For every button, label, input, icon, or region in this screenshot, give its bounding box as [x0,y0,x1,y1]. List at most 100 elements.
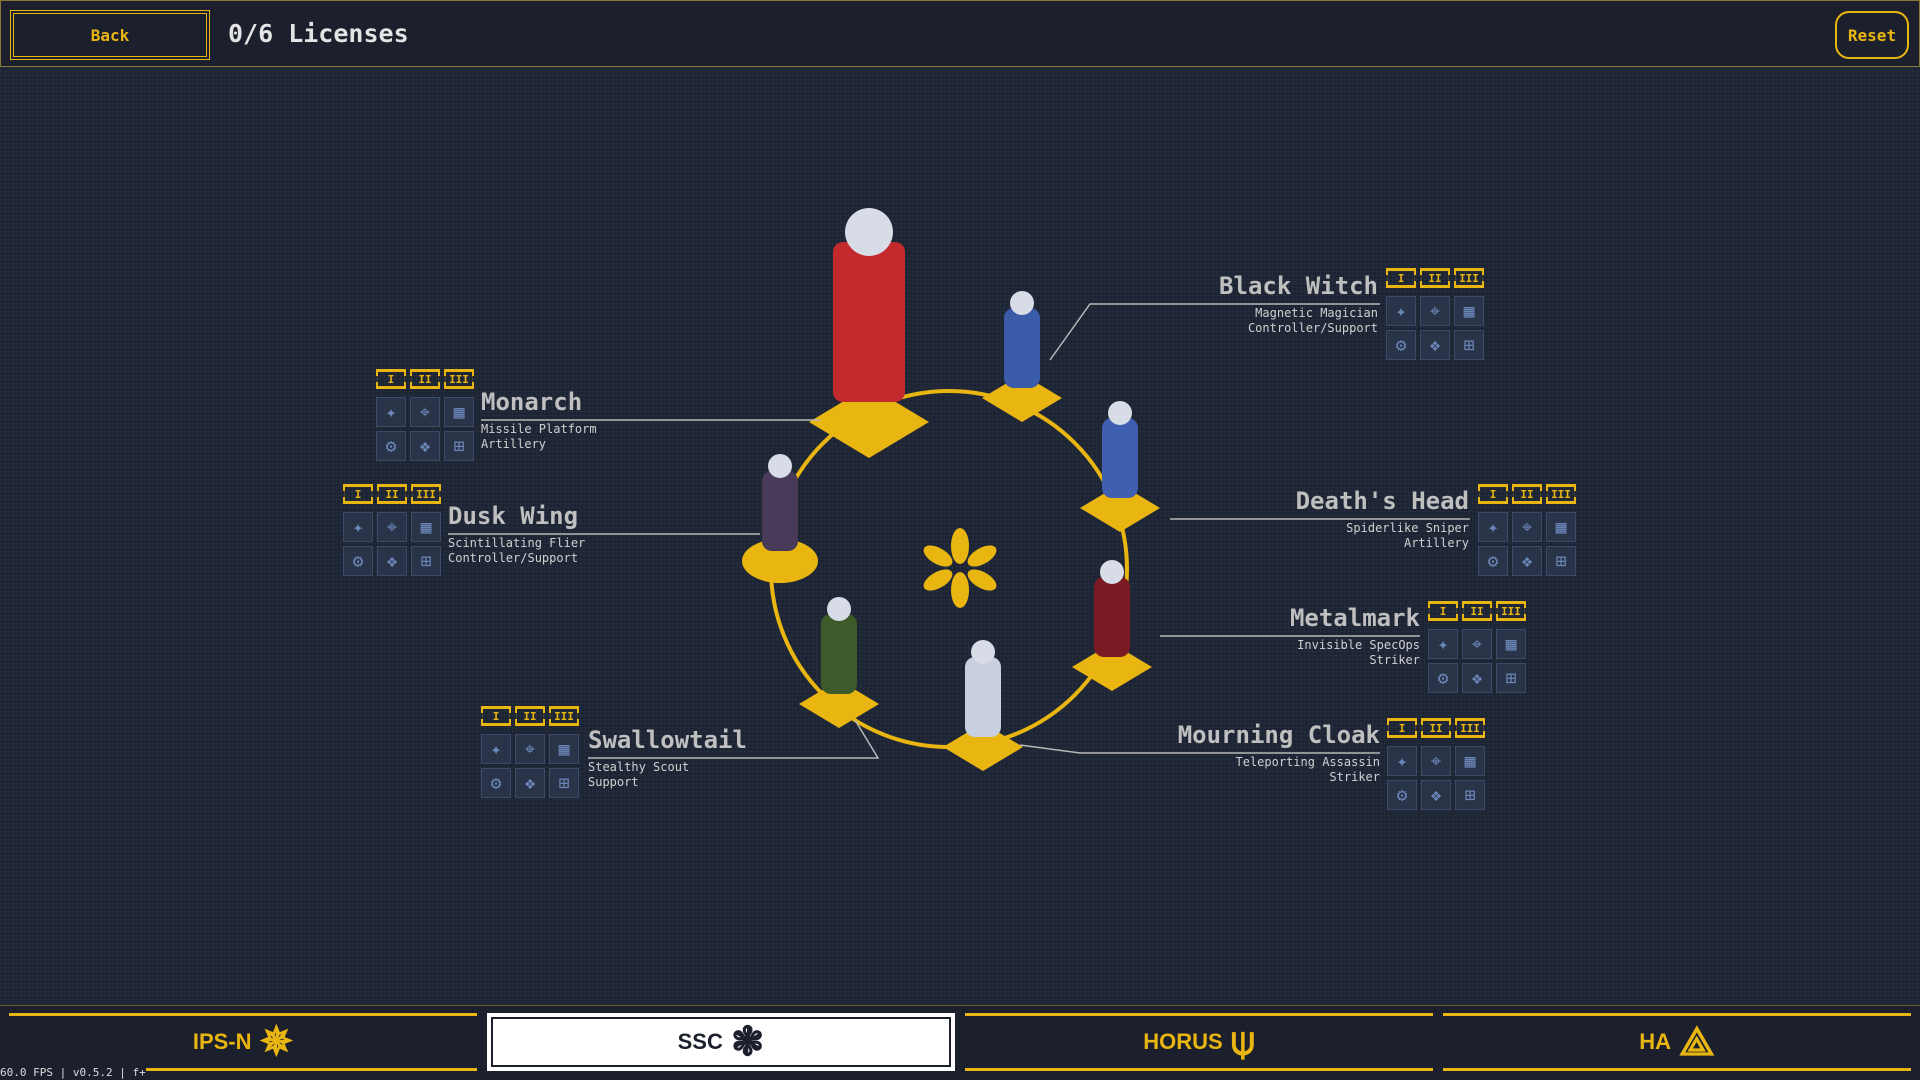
license-platform[interactable] [742,539,818,583]
license-name: Mourning Cloak [1177,721,1380,749]
license-item-icon[interactable]: ⚙ [1387,780,1417,810]
rank-badge[interactable]: III [1496,601,1526,621]
license-metalmark[interactable]: Metalmark Invisible SpecOps Striker [1290,604,1420,668]
license-item-icon[interactable]: ▦ [549,734,579,764]
license-mourning-cloak[interactable]: Mourning Cloak Teleporting Assassin Stri… [1178,721,1380,785]
license-item-icon[interactable]: ⌖ [1462,629,1492,659]
tab-ssc[interactable]: SSC❃ [487,1013,955,1071]
rank-badge[interactable]: II [1420,268,1450,288]
license-item-icons: ✦⌖▦ ⚙❖⊞ [481,734,579,798]
license-item-icon[interactable]: ❖ [1462,663,1492,693]
license-item-icon[interactable]: ⚙ [481,768,511,798]
license-item-icons: ✦⌖▦ ⚙❖⊞ [1387,746,1485,810]
license-item-icon[interactable]: ▦ [444,397,474,427]
tab-horus[interactable]: HORUS⍦ [965,1013,1433,1071]
license-item-icon[interactable]: ❖ [1512,546,1542,576]
license-dusk-wing[interactable]: Dusk Wing Scintillating Flier Controller… [448,502,585,566]
license-swallowtail[interactable]: Swallowtail Stealthy Scout Support [588,726,747,790]
license-item-icon[interactable]: ✦ [1387,746,1417,776]
mech-sprite[interactable] [1102,401,1138,498]
license-item-icon[interactable]: ⊞ [1496,663,1526,693]
license-item-icon[interactable]: ✦ [1386,296,1416,326]
license-item-icon[interactable]: ⚙ [1478,546,1508,576]
license-item-icon[interactable]: ⊞ [1546,546,1576,576]
license-item-icon[interactable]: ⌖ [1512,512,1542,542]
mech-sprite[interactable] [833,208,905,402]
rank-badge[interactable]: II [1512,484,1542,504]
rank-badge[interactable]: III [1546,484,1576,504]
rank-badge[interactable]: II [377,484,407,504]
license-item-icon[interactable]: ✦ [1478,512,1508,542]
license-item-icon[interactable]: ✦ [1428,629,1458,659]
license-platform[interactable] [799,680,879,728]
license-item-icon[interactable]: ⊞ [1454,330,1484,360]
license-item-icon[interactable]: ⌖ [515,734,545,764]
license-item-icon[interactable]: ✦ [376,397,406,427]
rank-badge[interactable]: I [376,369,406,389]
rank-badge[interactable]: I [1428,601,1458,621]
rank-badge[interactable]: I [1478,484,1508,504]
license-item-icon[interactable]: ✦ [481,734,511,764]
reset-button[interactable]: Reset [1835,11,1909,59]
license-item-icon[interactable]: ❖ [410,431,440,461]
license-item-icon[interactable]: ⊞ [1455,780,1485,810]
license-item-icon[interactable]: ⊞ [549,768,579,798]
license-item-icon[interactable]: ✦ [343,512,373,542]
license-item-icon[interactable]: ❖ [377,546,407,576]
license-item-icon[interactable]: ⚙ [376,431,406,461]
license-item-icon[interactable]: ▦ [1496,629,1526,659]
license-platform[interactable] [982,374,1062,422]
mech-sprite[interactable] [1094,560,1130,657]
rank-badge[interactable]: III [1454,268,1484,288]
license-item-icon[interactable]: ⊞ [444,431,474,461]
rank-badge[interactable]: I [481,706,511,726]
mech-sprite[interactable] [1004,291,1040,388]
license-item-icon[interactable]: ⌖ [377,512,407,542]
rank-badge[interactable]: I [343,484,373,504]
rank-badge[interactable]: II [515,706,545,726]
rank-badge[interactable]: I [1387,718,1417,738]
tab-ha[interactable]: HA⟁ [1443,1013,1911,1071]
license-item-icon[interactable]: ▦ [1454,296,1484,326]
license-item-icon[interactable]: ⚙ [1386,330,1416,360]
license-item-icon[interactable]: ⌖ [1420,296,1450,326]
rank-badge[interactable]: III [444,369,474,389]
license-item-icon[interactable]: ⚙ [1428,663,1458,693]
top-bar: Back 0/6 Licenses Reset [0,0,1920,67]
license-item-icon[interactable]: ❖ [515,768,545,798]
rank-badge[interactable]: III [549,706,579,726]
rank-badge[interactable]: III [1455,718,1485,738]
license-item-icon[interactable]: ▦ [1455,746,1485,776]
mech-sprite[interactable] [821,597,857,694]
license-platform[interactable] [943,723,1023,771]
rank-badge[interactable]: III [411,484,441,504]
rank-badge[interactable]: II [410,369,440,389]
rank-badge[interactable]: II [1421,718,1451,738]
license-item-icon[interactable]: ▦ [1546,512,1576,542]
rank-badge[interactable]: I [1386,268,1416,288]
license-monarch[interactable]: Monarch Missile Platform Artillery [481,388,597,452]
back-button[interactable]: Back [10,10,210,60]
tab-ips-n[interactable]: IPS-N✵ [9,1013,477,1071]
license-deaths-head[interactable]: Death's Head Spiderlike Sniper Artillery [1296,487,1469,551]
license-item-icon[interactable]: ▦ [411,512,441,542]
license-item-icon[interactable]: ⌖ [410,397,440,427]
license-item-icon[interactable]: ⚙ [343,546,373,576]
license-platform[interactable] [1080,484,1160,532]
mech-sprite[interactable] [965,640,1001,737]
tab-label: HORUS [1143,1029,1223,1054]
license-item-icon[interactable]: ❖ [1421,780,1451,810]
license-platform[interactable] [809,386,929,458]
license-item-icon[interactable]: ⌖ [1421,746,1451,776]
license-black-witch[interactable]: Black Witch Magnetic Magician Controller… [1219,272,1378,336]
license-item-icon[interactable]: ⊞ [411,546,441,576]
rank-badge[interactable]: II [1462,601,1492,621]
license-item-icon[interactable]: ❖ [1420,330,1450,360]
license-platform[interactable] [1072,643,1152,691]
license-item-icons: ✦⌖▦ ⚙❖⊞ [1386,296,1484,360]
mech-sprite[interactable] [762,454,798,551]
